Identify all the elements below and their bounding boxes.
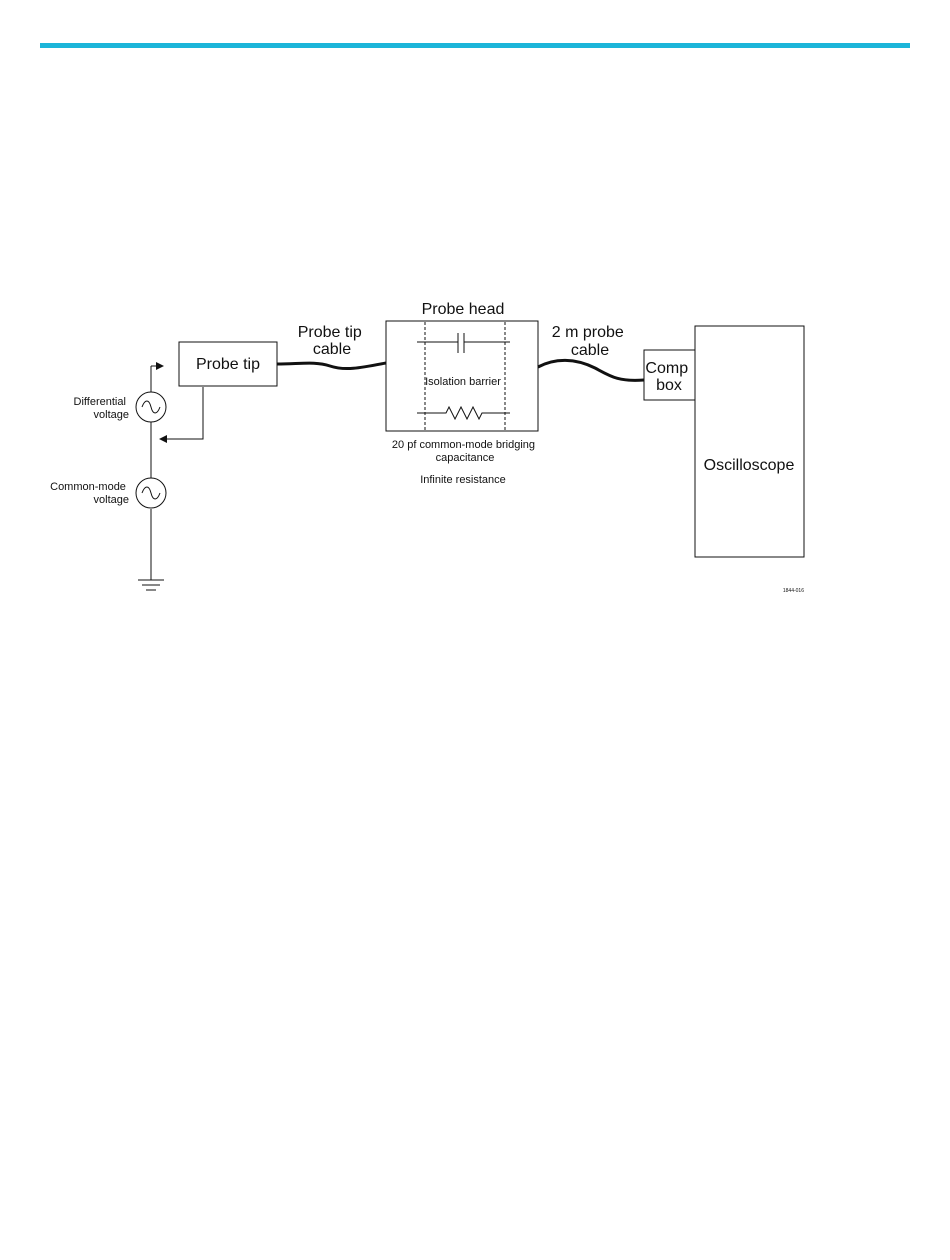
probe-head-label: Probe head bbox=[422, 301, 505, 318]
oscilloscope-box bbox=[695, 326, 804, 557]
probe-tip-label: Probe tip bbox=[196, 356, 260, 373]
probe-cable-2m-label: 2 m probe cable bbox=[552, 324, 629, 359]
oscilloscope-label: Oscilloscope bbox=[704, 457, 795, 474]
probe-tip-cable bbox=[277, 363, 386, 369]
probe-cable-2m bbox=[538, 360, 644, 380]
figure-id: 1844-016 bbox=[783, 588, 804, 594]
common-mode-voltage-label: Common-mode voltage bbox=[50, 481, 129, 506]
differential-voltage-label: Differential voltage bbox=[74, 396, 129, 421]
ground-icon bbox=[138, 580, 164, 590]
ac-source-icon bbox=[136, 392, 166, 422]
infinite-resistance-label: Infinite resistance bbox=[420, 474, 506, 486]
probe-tip-cable-label: Probe tip cable bbox=[298, 324, 367, 358]
isolation-barrier-label: Isolation barrier bbox=[425, 376, 501, 388]
ac-source-icon bbox=[136, 478, 166, 508]
bridging-capacitance-label: 20 pf common-mode bridging capacitance bbox=[392, 439, 538, 464]
